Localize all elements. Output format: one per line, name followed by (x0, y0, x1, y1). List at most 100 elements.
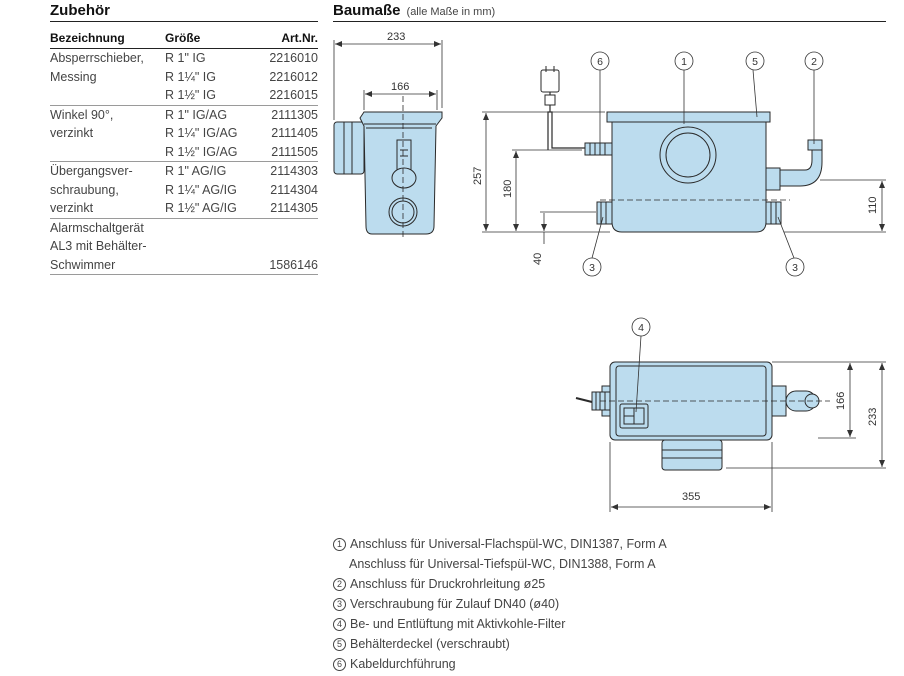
legend-text: Anschluss für Druckrohrleitung ø25 (350, 577, 546, 591)
table-row: Messing R 1¼" IG 2216012 (50, 68, 318, 87)
legend-text: Behälterdeckel (verschraubt) (350, 637, 510, 651)
table-row: Alarmschaltgerät (50, 218, 318, 237)
legend-item: 2 Anschluss für Druckrohrleitung ø25 (333, 574, 667, 594)
top-view (575, 361, 830, 471)
callout-3-right: 3 (792, 262, 798, 274)
cell-name: verzinkt (50, 199, 165, 219)
cell-size: R 1¼" IG (165, 69, 216, 84)
table-row: AL3 mit Behälter- (50, 237, 318, 256)
cell-article: 2216010 (269, 51, 318, 65)
side-view-dimensions (333, 40, 443, 120)
side-view (333, 96, 443, 240)
cell-name: schraubung, (50, 182, 119, 197)
legend-number-icon: 2 (333, 578, 346, 591)
top-view-dimensions (609, 317, 886, 512)
dimensions-title-text: Baumaße (333, 2, 401, 19)
cell-article: 2111405 (271, 126, 318, 140)
cell-article: 2111505 (260, 142, 318, 162)
legend-text: Verschraubung für Zulauf DN40 (ø40) (350, 597, 560, 611)
table-row: Übergangsver- R 1" AG/IG 2114303 (50, 162, 318, 181)
dim-label-355-length: 355 (682, 491, 700, 503)
cell-size: R 1" IG/AG (165, 107, 228, 122)
legend-item: 3 Verschraubung für Zulauf DN40 (ø40) (333, 594, 667, 614)
cell-size: R 1½" IG/AG (165, 142, 260, 162)
table-row: Absperrschieber, R 1" IG 2216010 (50, 49, 318, 68)
legend-item: 5 Behälterdeckel (verschraubt) (333, 634, 667, 654)
cell-name: Messing (50, 69, 97, 84)
cell-article: 2111305 (271, 107, 318, 122)
callout-5: 5 (752, 56, 758, 68)
accessories-title-rule (50, 21, 318, 22)
dimensions-subtitle: (alle Maße in mm) (406, 6, 496, 18)
legend-list: 1 Anschluss für Universal-Flachspül-WC, D… (333, 534, 667, 674)
dim-label-40-height: 40 (532, 253, 544, 265)
callout-6: 6 (597, 56, 603, 68)
dim-label-166-depth: 166 (835, 392, 847, 410)
legend-text: Be- und Entlüftung mit Aktivkohle-Filter (350, 617, 566, 631)
cell-name: Winkel 90°, (50, 107, 114, 122)
dim-label-110-height: 110 (867, 196, 879, 214)
column-header-article: Art.Nr. (260, 30, 318, 49)
cell-article: 2216012 (269, 69, 318, 84)
cell-name: Alarmschaltgerät (50, 220, 144, 235)
cell-article: 2216015 (260, 86, 318, 106)
dim-label-166-width: 166 (391, 81, 409, 93)
cell-size: R 1¼" IG/AG (165, 126, 238, 140)
legend-item: 6 Kabeldurchführung (333, 654, 667, 674)
cell-name: Übergangsver- (50, 164, 133, 178)
legend-number-icon: 1 (333, 538, 346, 551)
legend-text: Anschluss für Universal-Flachspül-WC, DI… (350, 537, 667, 551)
cell-article: 1586146 (260, 255, 318, 275)
table-row: verzinkt R 1¼" IG/AG 2111405 (50, 124, 318, 143)
front-view-dimensions (482, 111, 886, 244)
dim-label-233-width: 233 (387, 31, 405, 43)
cell-article: 2114304 (270, 182, 318, 197)
cell-article: 2114305 (260, 199, 318, 219)
cell-size: R 1" AG/IG (165, 164, 227, 178)
column-header-name: Bezeichnung (50, 30, 165, 49)
cell-name: AL3 mit Behälter- (50, 239, 147, 253)
front-view (540, 66, 823, 233)
accessories-title: Zubehör (50, 2, 110, 19)
cell-size (165, 255, 260, 275)
cell-name (50, 142, 165, 162)
callout-1: 1 (681, 56, 687, 68)
callout-4: 4 (638, 322, 644, 334)
dim-label-180-height: 180 (502, 180, 514, 198)
legend-text: Kabeldurchführung (350, 657, 456, 671)
legend-item: Anschluss für Universal-Tiefspül-WC, DIN… (333, 554, 667, 574)
cell-size: R 1½" AG/IG (165, 199, 260, 219)
column-header-size: Größe (165, 30, 260, 49)
cell-name: Absperrschieber, (50, 51, 144, 65)
legend-number-icon: 4 (333, 618, 346, 631)
legend-number-icon: 5 (333, 638, 346, 651)
table-row: schraubung, R 1¼" AG/IG 2114304 (50, 181, 318, 200)
legend-number-icon: 3 (333, 598, 346, 611)
cell-size: R 1¼" AG/IG (165, 182, 237, 197)
cell-name: verzinkt (50, 126, 94, 140)
cell-size: R 1½" IG (165, 86, 260, 106)
legend-item: 4 Be- und Entlüftung mit Aktivkohle-Filte… (333, 614, 667, 634)
dimensions-title-rule (333, 21, 886, 22)
legend-item: 1 Anschluss für Universal-Flachspül-WC, D… (333, 534, 667, 554)
front-view-callouts (582, 51, 824, 277)
table-row: Winkel 90°, R 1" IG/AG 2111305 (50, 105, 318, 124)
dimensions-title: Baumaße (alle Maße in mm) (333, 2, 495, 19)
dim-label-257-height: 257 (472, 167, 484, 185)
cell-article: 2114303 (270, 164, 318, 178)
legend-text: Anschluss für Universal-Tiefspül-WC, DIN… (349, 557, 656, 571)
table-header-row: Bezeichnung Größe Art.Nr. (50, 30, 318, 49)
dim-label-233-depth: 233 (867, 408, 879, 426)
callout-3-left: 3 (589, 262, 595, 274)
cell-size: R 1" IG (165, 51, 206, 65)
accessories-table: Bezeichnung Größe Art.Nr. Absperrschiebe… (50, 30, 318, 275)
legend-number-icon: 6 (333, 658, 346, 671)
cell-name (50, 86, 165, 106)
callout-2: 2 (811, 56, 817, 68)
